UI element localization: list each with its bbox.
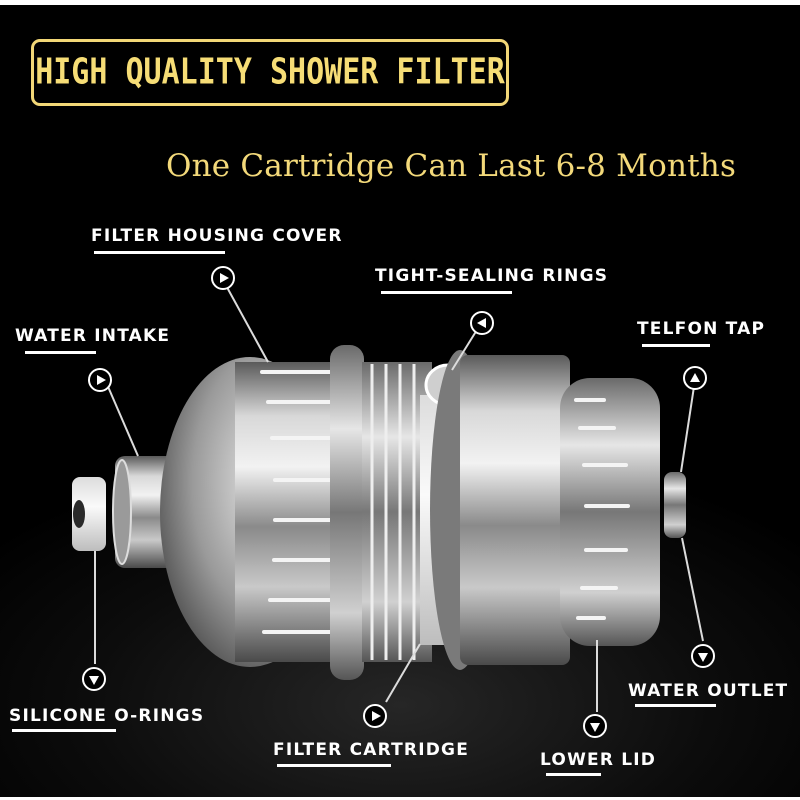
play-right-icon (211, 266, 235, 290)
underline (546, 773, 601, 776)
title-banner: HIGH QUALITY SHOWER FILTER (31, 39, 509, 106)
label-filter-housing-cover: FILTER HOUSING COVER (91, 226, 343, 246)
infographic-canvas: HIGH QUALITY SHOWER FILTER One Cartridge… (0, 5, 800, 797)
play-up-icon (683, 366, 707, 390)
shower-filter-illustration (72, 279, 704, 712)
label-water-intake: WATER INTAKE (15, 326, 171, 346)
label-filter-cartridge: FILTER CARTRIDGE (273, 740, 470, 760)
underline (277, 764, 391, 767)
play-left-icon (470, 311, 494, 335)
underline (25, 351, 96, 354)
label-lower-lid: LOWER LID (540, 750, 657, 770)
label-water-outlet: WATER OUTLET (628, 681, 789, 701)
underline (94, 251, 225, 254)
underline (12, 729, 116, 732)
play-down-icon (82, 667, 106, 691)
play-down-icon (583, 714, 607, 738)
play-right-icon (88, 368, 112, 392)
label-telfon-tap: TELFON TAP (637, 319, 766, 339)
underline (642, 344, 710, 347)
underline (381, 291, 512, 294)
underline (635, 704, 716, 707)
play-down-icon (691, 644, 715, 668)
page-title: HIGH QUALITY SHOWER FILTER (35, 51, 505, 94)
play-right-icon (363, 704, 387, 728)
label-tight-sealing-rings: TIGHT-SEALING RINGS (375, 266, 609, 286)
label-silicone-o-rings: SILICONE O-RINGS (9, 706, 205, 726)
subtitle: One Cartridge Can Last 6-8 Months (166, 148, 737, 184)
